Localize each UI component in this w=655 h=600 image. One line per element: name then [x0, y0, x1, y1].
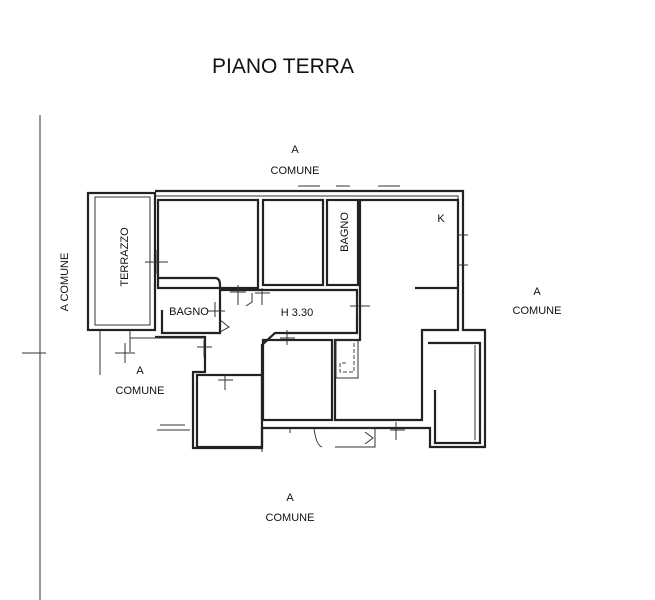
label-bagno-top: BAGNO [339, 212, 351, 252]
room-2 [261, 198, 325, 287]
label-top-a: A [291, 144, 299, 156]
label-top-comune: COMUNE [271, 165, 320, 177]
label-inner-a: A [136, 365, 144, 377]
label-right-a: A [533, 286, 541, 298]
label-height: H 3.30 [281, 307, 313, 319]
bathroom-2 [325, 198, 360, 287]
bathroom-1 [158, 276, 222, 335]
label-left-comune: A COMUNE [59, 253, 71, 312]
label-bagno-left: BAGNO [169, 306, 209, 318]
label-right-comune: COMUNE [513, 305, 562, 317]
label-bottom-comune: COMUNE [266, 512, 315, 524]
label-terrazzo: TERRAZZO [119, 227, 131, 287]
label-kitchen: K [437, 213, 445, 225]
room-3 [261, 338, 334, 422]
bedroom-1 [156, 198, 260, 290]
label-bottom-a: A [286, 492, 294, 504]
kitchen [333, 198, 460, 422]
plan-title: PIANO TERRA [212, 55, 354, 78]
label-inner-comune: COMUNE [116, 385, 165, 397]
room-4 [195, 373, 264, 449]
walls [86, 185, 487, 452]
room-5 [428, 341, 482, 445]
